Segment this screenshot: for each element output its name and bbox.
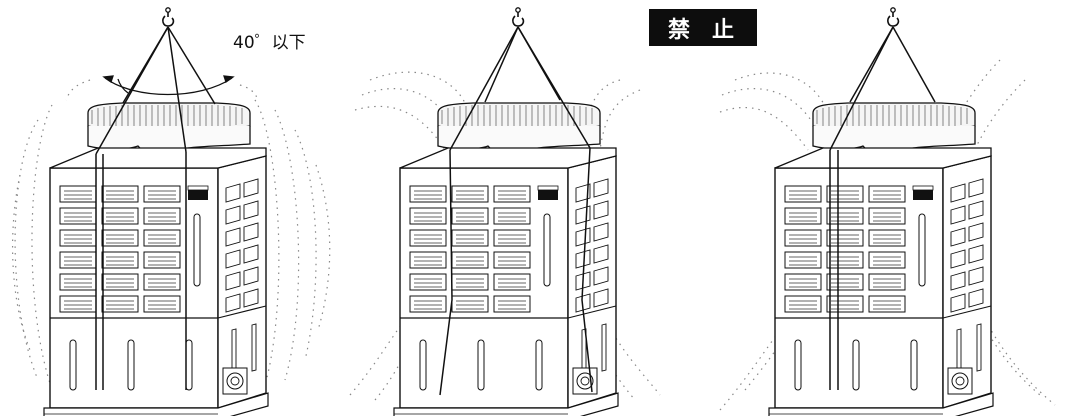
prohibited-char-1: 禁 — [667, 17, 694, 43]
figure-prohibited-b — [719, 7, 1056, 416]
prohibited-char-2: 止 — [712, 17, 739, 43]
correct-stripe-pattern — [12, 79, 331, 396]
angle-limit-label: 40゜以下 — [233, 33, 306, 53]
figure-prohibited-a — [349, 7, 661, 416]
angle-indicator — [102, 75, 235, 96]
figure-correct-lifting — [12, 7, 331, 416]
prohibited-badge: 禁 止 — [649, 9, 757, 46]
prohibited-b-slings — [829, 26, 936, 390]
prohibited-a-slings — [439, 26, 593, 396]
